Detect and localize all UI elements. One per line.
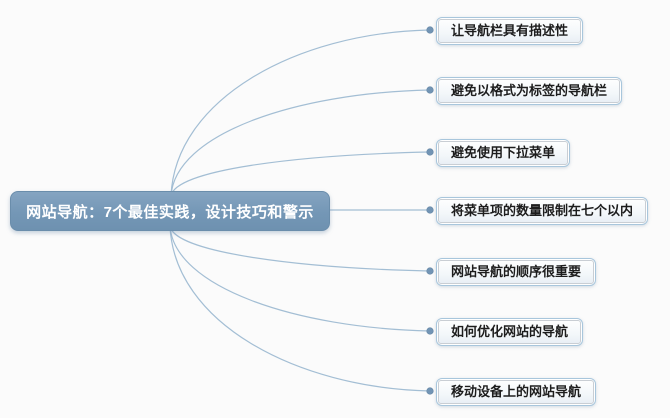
branch-node-7-body: 移动设备上的网站导航 xyxy=(438,380,595,404)
branch-node-7[interactable]: 移动设备上的网站导航 xyxy=(436,378,597,406)
root-node[interactable]: 网站导航：7个最佳实践，设计技巧和警示 xyxy=(10,191,330,231)
branch-node-5[interactable]: 网站导航的顺序很重要 xyxy=(436,258,597,286)
root-node-label: 网站导航：7个最佳实践，设计技巧和警示 xyxy=(26,203,314,221)
branch-node-6[interactable]: 如何优化网站的导航 xyxy=(436,318,584,346)
branch-node-1-body: 让导航栏具有描述性 xyxy=(438,19,582,43)
branch-node-1[interactable]: 让导航栏具有描述性 xyxy=(436,17,584,45)
connector-curve-branch-2 xyxy=(170,89,430,197)
branch-node-6-body: 如何优化网站的导航 xyxy=(438,320,582,344)
branch-node-5-body: 网站导航的顺序很重要 xyxy=(438,260,595,284)
connector-curve-branch-7 xyxy=(169,225,431,392)
connector-dot-4 xyxy=(426,206,434,214)
connector-dot-5 xyxy=(426,267,434,275)
branch-node-4[interactable]: 将菜单项的数量限制在七个以内 xyxy=(436,197,649,225)
branch-node-3-body: 避免使用下拉菜单 xyxy=(438,141,569,165)
branch-node-2-body: 避免以格式为标签的导航栏 xyxy=(438,79,621,103)
connector-dot-1 xyxy=(426,26,434,34)
branch-node-6-label: 如何优化网站的导航 xyxy=(451,324,569,339)
connector-dot-6 xyxy=(426,327,434,335)
connector-curve-branch-6 xyxy=(169,225,431,332)
branch-node-1-label: 让导航栏具有描述性 xyxy=(451,23,569,38)
branch-node-2[interactable]: 避免以格式为标签的导航栏 xyxy=(436,77,623,105)
branch-node-2-label: 避免以格式为标签的导航栏 xyxy=(451,83,608,98)
branch-node-7-label: 移动设备上的网站导航 xyxy=(451,384,582,399)
connector-dot-3 xyxy=(426,148,434,156)
branch-node-4-label: 将菜单项的数量限制在七个以内 xyxy=(451,203,634,218)
branch-node-3[interactable]: 避免使用下拉菜单 xyxy=(436,139,571,167)
connector-curve-branch-1 xyxy=(170,29,430,197)
connector-dot-7 xyxy=(426,387,434,395)
connector-dot-2 xyxy=(426,86,434,94)
branch-node-4-body: 将菜单项的数量限制在七个以内 xyxy=(438,199,647,223)
connector-curve-branch-3 xyxy=(170,151,430,197)
connector-curve-branch-5 xyxy=(169,225,430,272)
branch-node-3-label: 避免使用下拉菜单 xyxy=(451,145,556,160)
branch-node-5-label: 网站导航的顺序很重要 xyxy=(451,264,582,279)
